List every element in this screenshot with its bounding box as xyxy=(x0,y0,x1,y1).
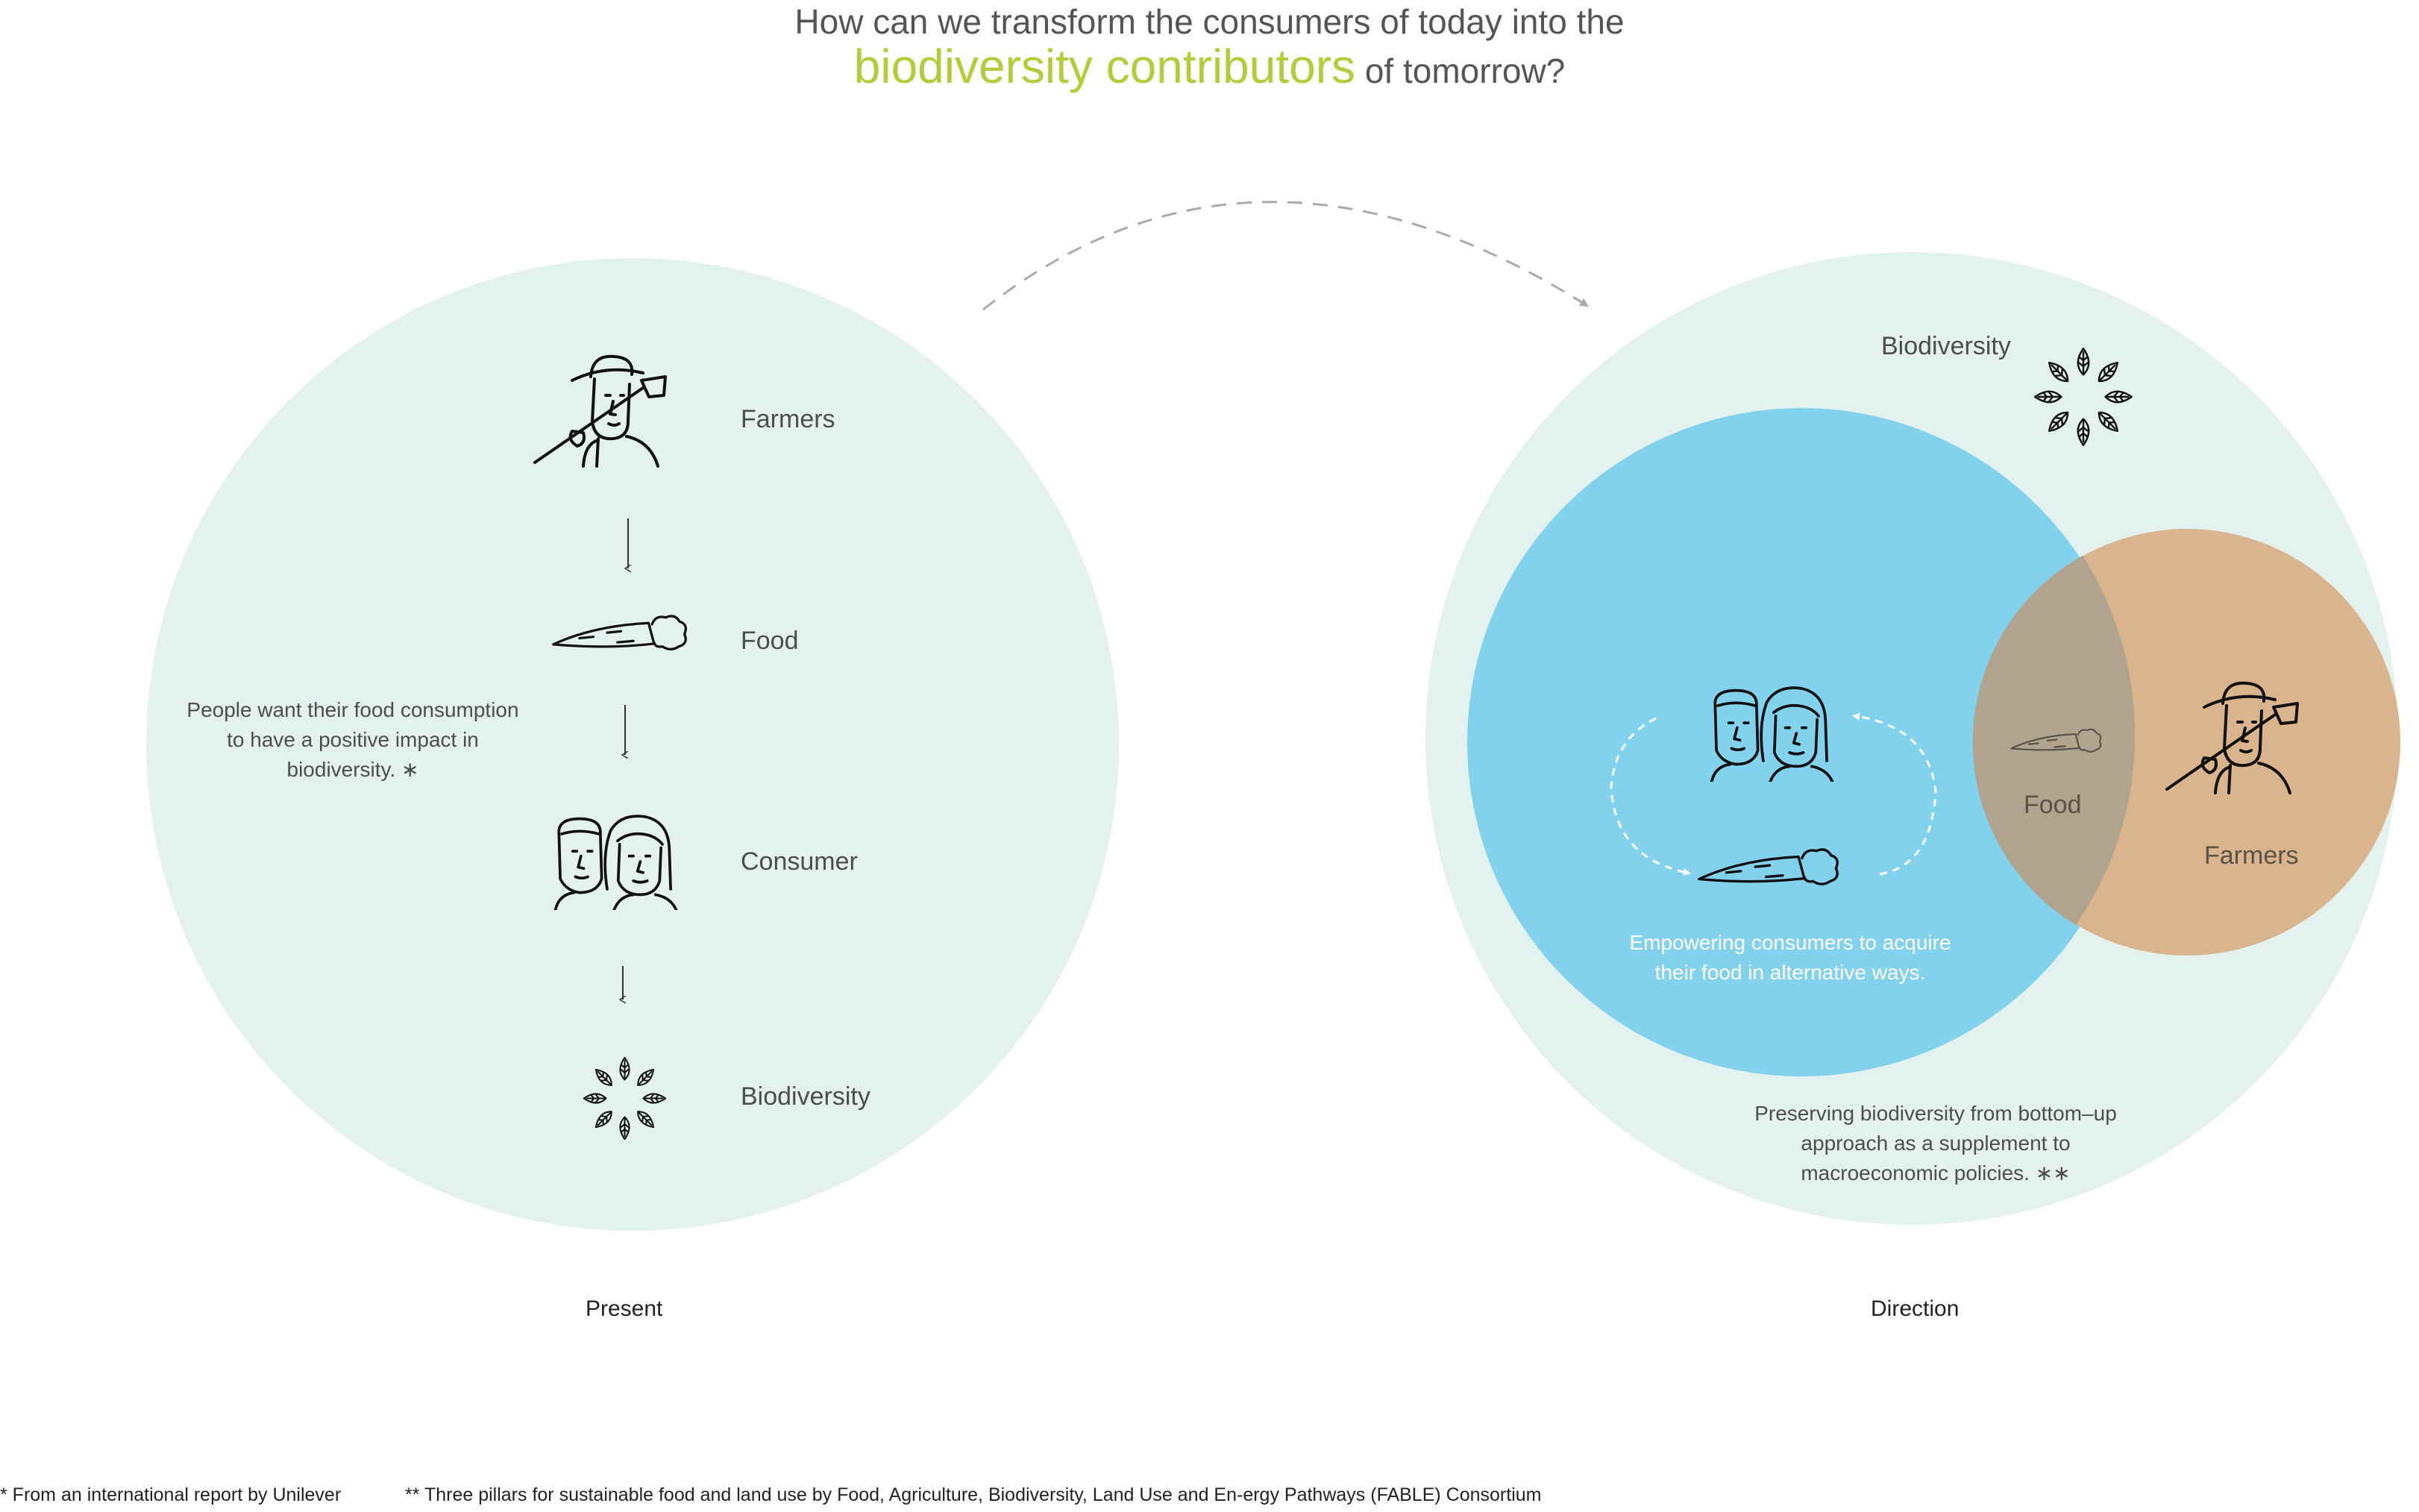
direction-label-biodiversity: Biodiversity xyxy=(1881,332,2011,360)
present-label-food: Food xyxy=(741,627,799,655)
present-note: People want their food consumption to ha… xyxy=(155,695,550,785)
present-label-farmers: Farmers xyxy=(741,405,835,433)
direction-note: Preserving biodiversity from bottom–up a… xyxy=(1723,1099,2148,1188)
direction-note-line: macroeconomic policies. ∗∗ xyxy=(1801,1161,2071,1185)
direction-caption: Direction xyxy=(1871,1296,1960,1321)
title-line-1: How can we transform the consumers of to… xyxy=(0,1,2419,42)
present-circle xyxy=(146,258,1119,1231)
present-caption: Present xyxy=(586,1296,663,1321)
empower-text: Empowering consumers to acquire their fo… xyxy=(1574,928,2007,988)
footnote-fable: ** Three pillars for sustainable food an… xyxy=(405,1484,1542,1505)
empower-line: Empowering consumers to acquire xyxy=(1629,931,1951,954)
direction-label-food: Food xyxy=(2024,791,2082,819)
present-label-biodiversity: Biodiversity xyxy=(741,1082,870,1111)
title-line-2: biodiversity contributors of tomorrow? xyxy=(0,39,2419,94)
title-rest: of tomorrow? xyxy=(1364,51,1566,90)
present-note-line: to have a positive impact in xyxy=(227,728,479,751)
title-highlight: biodiversity contributors xyxy=(853,40,1356,93)
direction-note-line: approach as a supplement to xyxy=(1801,1132,2071,1155)
present-note-line: biodiversity. ∗ xyxy=(286,758,419,781)
footnote-unilever: * From an international report by Unilev… xyxy=(0,1484,342,1505)
cycle-arrow-right xyxy=(1852,712,1937,876)
empower-line: their food in alternative ways. xyxy=(1654,961,1926,984)
present-label-consumer: Consumer xyxy=(741,847,858,876)
consumer-circle xyxy=(1467,408,2136,1076)
present-note-line: People want their food consumption xyxy=(186,698,519,721)
transition-arrow xyxy=(982,201,1590,311)
title-question: How can we transform the consumers of to… xyxy=(794,2,1625,41)
direction-note-line: Preserving biodiversity from bottom–up xyxy=(1754,1102,2117,1125)
cycle-arrow-left xyxy=(1610,717,1691,876)
direction-label-farmers: Farmers xyxy=(2204,841,2299,870)
